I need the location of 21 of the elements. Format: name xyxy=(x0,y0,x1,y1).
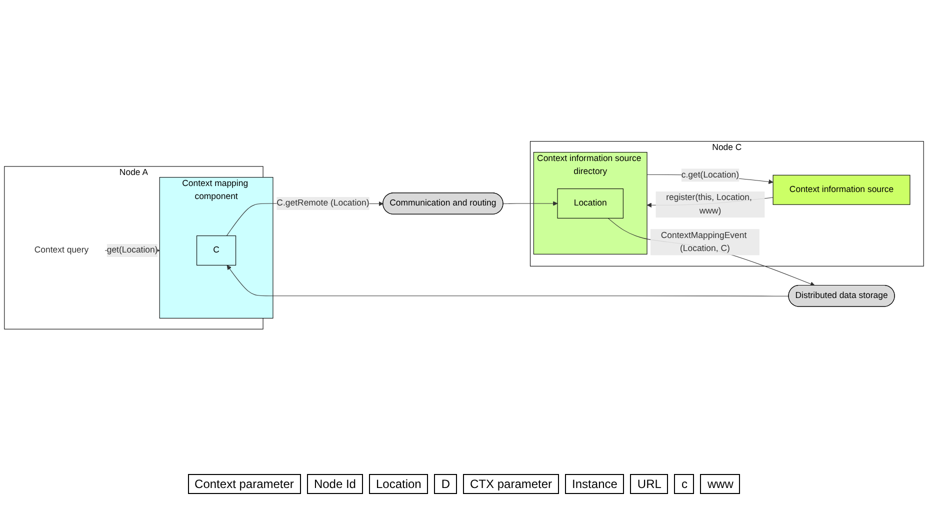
edge-label: C.getRemote (Location) xyxy=(276,198,370,208)
node-box: Context information source xyxy=(772,174,910,205)
table-cell-text: Context parameter xyxy=(188,474,301,494)
arrow xyxy=(226,264,790,296)
arrow xyxy=(503,200,558,206)
table-cell-text: Instance xyxy=(565,474,624,494)
edge-label: ContextMappingEvent (Location, C) xyxy=(660,230,747,253)
table-cell-text: D xyxy=(434,474,458,494)
arrow xyxy=(608,218,815,286)
table-cell-text: www xyxy=(700,474,740,494)
node-box: C xyxy=(196,235,236,266)
edge-label: get(Location) xyxy=(106,245,158,255)
node-text: Context query xyxy=(34,245,89,255)
table-cell-text: Node Id xyxy=(306,474,363,494)
edge-label: register(this, Location, www) xyxy=(666,192,752,216)
node-box: Location xyxy=(557,188,624,218)
table-cell-text: Location xyxy=(368,474,428,494)
table-cell-text: URL xyxy=(630,474,668,494)
edge-label: c.get(Location) xyxy=(681,170,740,180)
table-cell-text: c xyxy=(674,474,694,494)
table-cell-text: CTX parameter xyxy=(463,474,560,494)
